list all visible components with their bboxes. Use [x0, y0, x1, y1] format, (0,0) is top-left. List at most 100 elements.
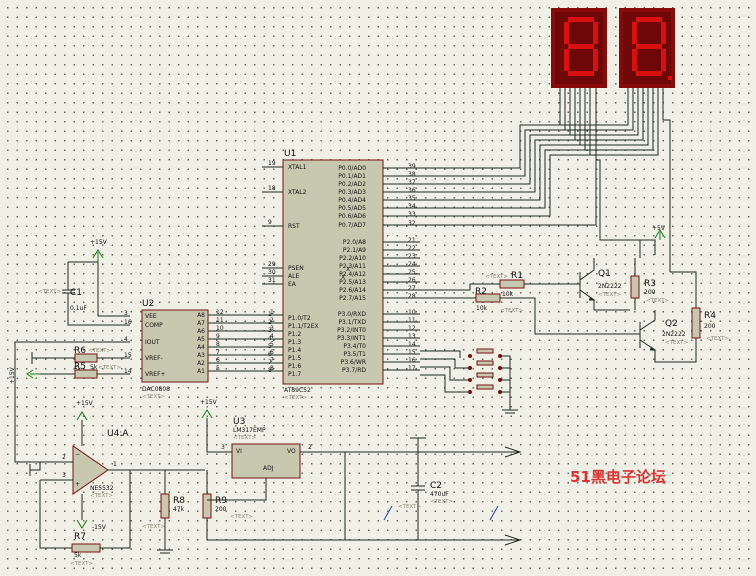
- regulator-part: LM317EMP: [233, 427, 266, 434]
- seven-segment-display-left: [551, 8, 607, 88]
- mcu-nc-mark: X: [346, 266, 350, 273]
- mcu-pin-number: 17: [408, 365, 416, 372]
- mcu-pin-name: P1.1/T2EX: [288, 323, 319, 330]
- mcu-pin-name: EA: [288, 281, 297, 288]
- r9-text: <TEXT>: [230, 514, 253, 520]
- mcu-pin-number: 33: [408, 211, 416, 218]
- dac-pin-name: A2: [197, 360, 205, 367]
- r9-value: 200: [215, 506, 227, 513]
- regulator-u3: U3 LM317EMP <TEXT> VI VO ADJ 3 2 +15V: [200, 399, 520, 541]
- mcu-nc-mark: X: [341, 274, 345, 281]
- r6-text: <TEXT>: [88, 348, 111, 354]
- mcu-pin-number: 38: [408, 171, 416, 178]
- q1-value: 2N2222: [598, 283, 622, 290]
- c1-text: <TEXT>: [38, 289, 61, 295]
- dac-part: DAC0808: [142, 386, 170, 393]
- mcu-pin-name: P3.4/T0: [343, 343, 366, 350]
- dac-pin-number: 16: [124, 319, 132, 326]
- mcu-text-placeholder: <TEXT>: [284, 395, 307, 401]
- mcu-pin-number: 37: [408, 179, 416, 186]
- iout-wire: [14, 341, 130, 463]
- resistor-r3: R3 200 <TEXT>: [630, 258, 669, 310]
- opamp-pin-out: 1: [113, 461, 117, 468]
- mcu-pin-name: XTAL2: [288, 189, 307, 196]
- r1-value: 10k: [502, 291, 514, 298]
- mcu-pin-name: P2.1/A9: [343, 247, 366, 254]
- mcu-pin-name: P2.7/A15: [339, 295, 366, 302]
- dac-pin-name: A5: [197, 336, 205, 343]
- dac-pin-name: A8: [197, 312, 205, 319]
- mcu-pin-name: P0.3/AD3: [338, 189, 366, 196]
- r3-ref: R3: [644, 279, 656, 289]
- mcu-pin-name: P3.0/RXD: [338, 311, 366, 318]
- dac-body: [141, 309, 209, 383]
- r7-ref: R7: [74, 532, 86, 542]
- mcu-pin-name: P1.0/T2: [288, 315, 311, 322]
- opamp-part: NE5532: [90, 485, 114, 492]
- mcu-pin-name: P0.1/AD1: [338, 173, 366, 180]
- mcu-part: AT89C52: [284, 387, 311, 394]
- resistor-r4: R4 200 <TEXT>: [670, 271, 729, 342]
- p1-pin-number: 3: [270, 325, 274, 332]
- dac-pin-name: A6: [197, 328, 205, 335]
- p1-pin-number: 5: [270, 341, 274, 348]
- r3-value: 200: [644, 289, 656, 296]
- watermark-text: 51黑电子论坛: [570, 468, 666, 486]
- mcu-pin-name: P2.3/A11: [339, 263, 366, 270]
- capacitor-c2: C2 470uF <TEXT>: [345, 437, 520, 540]
- mcu-pin-number: 19: [268, 160, 276, 167]
- push-button[interactable]: [468, 348, 502, 358]
- dac-pin-number: 9: [216, 333, 220, 340]
- dac-pin-number: 5: [216, 365, 220, 372]
- mcu-pin-name: P3.6/WR: [341, 359, 366, 366]
- mcu-pin-number: 34: [408, 203, 416, 210]
- mcu-pin-name: P1.7: [288, 371, 301, 378]
- mcu-pin-number: 27: [408, 285, 416, 292]
- dac-pin-name: VREF+: [145, 371, 166, 378]
- r7-value: 5k: [74, 552, 82, 559]
- mcu-pin-name: P1.6: [288, 363, 301, 370]
- mcu-pin-number: 18: [268, 185, 276, 192]
- opamp-pin-plus: 3: [62, 472, 66, 479]
- mcu-pin-number: 25: [408, 269, 416, 276]
- r2-text: <TEXT>: [500, 308, 523, 314]
- mcu-pin-name: P3.7/RD: [342, 367, 366, 374]
- button-array: [420, 348, 518, 414]
- mcu-pin-number: 22: [408, 245, 416, 252]
- r1-text: <TEXT>: [485, 274, 508, 280]
- dac-pin-name: A3: [197, 352, 205, 359]
- capacitor-c1: C1 0.1uF <TEXT>: [38, 261, 130, 326]
- mcu-pin-number: 28: [408, 293, 416, 300]
- resistor-r2: R2 10k <TEXT>: [420, 287, 640, 335]
- q2-ref: Q2: [665, 319, 678, 329]
- seven-segment-display-right: [619, 8, 675, 88]
- mcu-pin-number: 39: [408, 163, 416, 170]
- r5-value: 5k: [90, 364, 98, 371]
- mcu-pin-number: 14: [408, 341, 416, 348]
- mcu-pin-name: P1.2: [288, 331, 301, 338]
- dac-pin-number: 11: [216, 317, 224, 324]
- push-button[interactable]: [468, 372, 502, 382]
- mcu-pin-name: XTAL1: [288, 164, 307, 171]
- c2-ref: C2: [430, 481, 442, 491]
- dac-pin-number: 7: [216, 349, 220, 356]
- p1-pin-number: 2: [270, 317, 274, 324]
- push-button[interactable]: [468, 384, 502, 394]
- mcu-pin-number: 29: [268, 261, 276, 268]
- q1-ref: Q1: [598, 269, 611, 279]
- resistor-r8: R8 47k <TEXT>: [142, 470, 185, 554]
- q2-text: <TEXT>: [665, 340, 688, 346]
- r8-text: <TEXT>: [142, 524, 165, 530]
- r6-ref: R6: [74, 346, 86, 356]
- r5-text: <TEXT>: [98, 365, 121, 371]
- mcu-pin-name: P3.2/INT0: [337, 327, 366, 334]
- mcu-pin-name: P1.4: [288, 347, 301, 354]
- mcu-pin-number: 23: [408, 253, 416, 260]
- push-button[interactable]: [468, 360, 502, 370]
- output-terminals: <TEXT>: [383, 446, 522, 546]
- q1-text: <TEXT>: [598, 292, 621, 298]
- mcu-pin-number: 10: [408, 309, 416, 316]
- p1-pin-number: 1: [270, 309, 274, 316]
- c1-value: 0.1uF: [70, 305, 87, 312]
- probe-text: <TEXT>: [398, 504, 421, 510]
